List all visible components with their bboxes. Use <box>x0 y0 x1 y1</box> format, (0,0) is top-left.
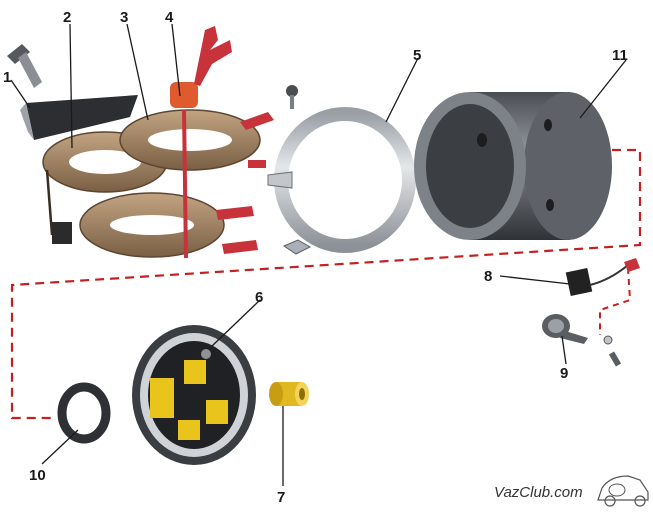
callout-10: 10 <box>29 467 46 484</box>
part-11-housing <box>414 92 612 240</box>
vazclub-watermark: VazClub.com <box>494 475 649 507</box>
callout-1: 1 <box>3 69 11 86</box>
part-10-thrust-ring <box>57 382 111 444</box>
callout-8: 8 <box>484 268 492 285</box>
callout-2: 2 <box>63 9 71 26</box>
watermark-text: VazClub.com <box>494 484 583 501</box>
callout-5: 5 <box>413 47 421 64</box>
clamp-nut <box>282 239 312 255</box>
part-8-brush <box>565 258 640 297</box>
part-5-clamp-band <box>267 107 416 253</box>
callout-6: 6 <box>255 289 263 306</box>
callout-4: 4 <box>165 9 174 26</box>
callout-11: 11 <box>612 47 628 64</box>
part-1-pole-shoe <box>20 95 138 140</box>
clamp-screw <box>286 85 298 109</box>
coil-terminals <box>216 112 274 254</box>
part-2-3-field-coils <box>42 109 261 258</box>
assembly-dash-line <box>10 148 642 420</box>
callout-3: 3 <box>120 9 128 26</box>
callout-7: 7 <box>277 489 285 506</box>
part-1-pole-screw <box>7 44 42 88</box>
callout-9: 9 <box>560 365 568 382</box>
part-9-brush-spring <box>542 314 622 367</box>
assembly-dash-line-right <box>599 267 632 335</box>
car-logo-icon <box>597 475 649 507</box>
part-7-bushing <box>269 382 309 406</box>
leader-lines <box>10 23 627 486</box>
part-4-terminal-lead <box>170 26 232 259</box>
part-6-brush-holder <box>132 325 256 465</box>
